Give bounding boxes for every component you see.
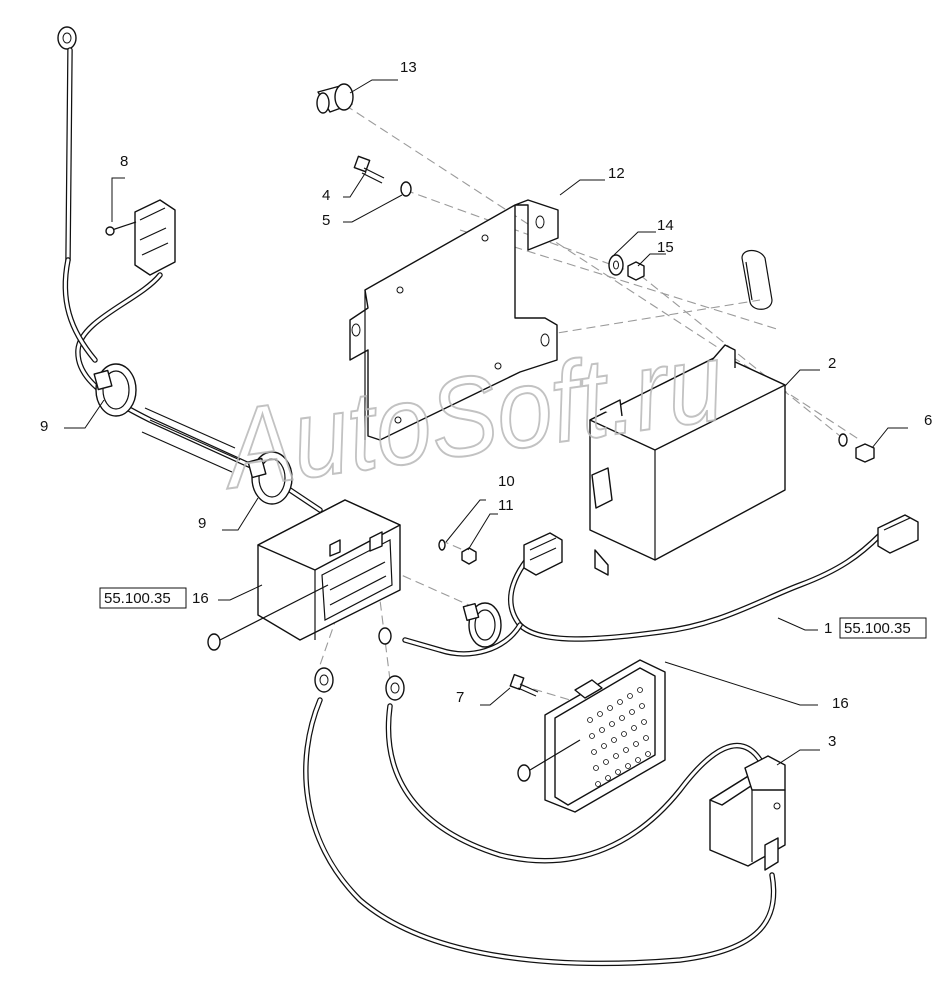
- part-11-nut: [461, 547, 477, 565]
- part-3-plug: [709, 755, 786, 871]
- connector-pin-grid: [587, 687, 651, 787]
- part-15-nut: [627, 261, 645, 281]
- callout-16-bottom: 16: [832, 695, 849, 712]
- part-12-bracket: [349, 199, 559, 441]
- callout-15: 15: [657, 239, 674, 256]
- part-6-nut: [838, 433, 875, 463]
- ref-text-16: 55.100.35: [104, 590, 171, 607]
- harness-left: [62, 257, 323, 513]
- ground-strap-top: [57, 26, 77, 263]
- callout-numbers: 13 8 4 5 12 14 15 2 6 9 9 10 11 16 1 16 …: [40, 59, 932, 750]
- part-14-washer: [608, 254, 624, 276]
- callout-8: 8: [120, 153, 128, 170]
- ground-leads-bottom: [303, 667, 777, 967]
- callout-2: 2: [828, 355, 836, 372]
- callout-4: 4: [322, 187, 330, 204]
- callout-16-left: 16: [192, 590, 209, 607]
- part-7-screw: [509, 673, 539, 697]
- callout-13: 13: [400, 59, 417, 76]
- callout-10: 10: [498, 473, 515, 490]
- ref-box-1: [839, 617, 927, 639]
- part-4-bolt: [353, 155, 385, 184]
- callout-11: 11: [498, 497, 514, 514]
- callout-leaders: [64, 79, 908, 766]
- part-2-control-unit: [589, 344, 786, 576]
- part-13-rubber-mount: [316, 83, 354, 114]
- callout-14: 14: [657, 217, 674, 234]
- part-9-clip-a: [93, 363, 137, 417]
- callout-7: 7: [456, 689, 464, 706]
- clip-top-right: [741, 249, 773, 310]
- callout-9-upper: 9: [40, 418, 48, 435]
- callout-12: 12: [608, 165, 625, 182]
- part-16-connector-block: [517, 659, 666, 813]
- callout-6: 6: [924, 412, 932, 429]
- part-1-harness: [378, 514, 919, 657]
- ref-box-16: [99, 587, 187, 609]
- part-8-connector: [105, 199, 176, 276]
- callout-9-lower: 9: [198, 515, 206, 532]
- callout-3: 3: [828, 733, 836, 750]
- part-16-relay-box: [207, 499, 401, 651]
- reference-boxes: 55.100.35 55.100.35: [99, 587, 927, 639]
- part-9-clip-b: [247, 451, 293, 505]
- callout-1: 1: [824, 620, 832, 637]
- callout-5: 5: [322, 212, 330, 229]
- part-5-washer: [400, 181, 412, 197]
- part-10-washer: [438, 539, 446, 551]
- ref-text-1: 55.100.35: [844, 620, 911, 637]
